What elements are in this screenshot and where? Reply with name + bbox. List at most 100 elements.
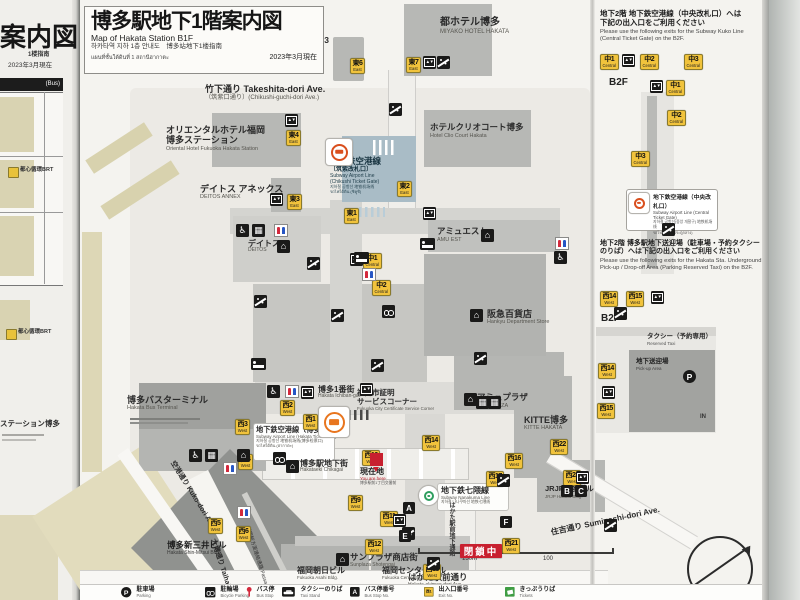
- bldg-clio-court: [424, 110, 531, 167]
- page-title-en: Map of Hakata Station B1F: [91, 33, 194, 44]
- neighbor-brt1: 都心循環BRT: [20, 167, 54, 173]
- sign-edge-shadow: [762, 0, 769, 600]
- shop-icon: ⌂: [481, 229, 494, 242]
- escalator-icon: [662, 223, 675, 236]
- neighbor-title: 案内図: [0, 22, 79, 52]
- takeshita-dori: 竹下通り Takeshita-dori Ave.（筑紫口通り）(Chikushi…: [205, 84, 326, 102]
- rp2-heading: 地下2階 博多駅地下送迎場（駐車場・予約タクシー のりば）へは下記の出入口をご利…: [600, 240, 768, 272]
- kuko-chikushi-gate: 地下鉄空港線〔筑紫改札口〕Subway Airport Line(Chikush…: [330, 156, 382, 195]
- subway-nanakuma-icon: [418, 485, 439, 506]
- busterm-textbar-1: [130, 418, 200, 420]
- neighbor-brt2: 都心循環BRT: [18, 329, 52, 335]
- shop-icon: ⌂: [464, 393, 477, 406]
- elevator-icon: ▲▼: [423, 207, 436, 220]
- coin-locker-icon: ▦: [488, 396, 501, 409]
- neighbor-divider: [44, 92, 45, 284]
- bus-stop-letter-B: B: [561, 485, 573, 497]
- bus-stop-pin-icon: [246, 587, 252, 597]
- legend-strip: [80, 584, 762, 600]
- accessible-icon: ♿: [236, 224, 249, 237]
- rp1-minimap-platform: [647, 96, 657, 268]
- neighbor-cell-1: [0, 97, 34, 152]
- title-block: 博多駅地下1階案内図 Map of Hakata Station B1F 하카타…: [84, 6, 324, 74]
- coin-locker-icon: ▦: [205, 449, 218, 462]
- toilet-icon: [237, 506, 251, 519]
- neighbor-rule-2: [0, 212, 63, 213]
- elevator-icon: ▲▼: [576, 471, 589, 484]
- elevator-icon: ▲▼: [602, 386, 615, 399]
- accessible-icon: ♿: [267, 385, 280, 398]
- scale-tick-1: [418, 548, 420, 554]
- ticket-gate-ticks: [348, 410, 372, 420]
- bus-stop-letter-A: A: [403, 502, 415, 514]
- elevator-icon: ▲▼: [393, 514, 406, 527]
- bldg-amu-est: [428, 220, 560, 252]
- brt-icon: [8, 167, 19, 178]
- subway-kuko-chikushi-icon: [325, 138, 353, 166]
- rp2-in-label: IN: [700, 414, 706, 420]
- toilet-icon: [285, 385, 299, 398]
- train-glyph: [423, 490, 434, 501]
- elevator-icon: ▲▼: [285, 114, 298, 127]
- bicycle-parking-icon: [205, 587, 216, 598]
- escalator-icon: [474, 352, 487, 365]
- corridor-center-vertical: [330, 200, 362, 415]
- rp1-line-krcn: 지하철 공항선(중앙 개찰구) 地铁机场线: [653, 220, 713, 229]
- khaki-band: [82, 232, 102, 472]
- escalator-icon: [389, 103, 402, 116]
- rp2-b2f: B2F: [601, 313, 620, 324]
- coin-locker-icon: ▦: [476, 396, 489, 409]
- coin-locker-icon: ▦: [252, 224, 265, 237]
- neighbor-date: 2023年3月現在: [8, 62, 53, 69]
- scale-tick-3: [612, 548, 614, 554]
- hakataekimae-passage: はかた駅前地下通路: [447, 502, 454, 556]
- hotel-icon: [251, 358, 266, 370]
- escalator-icon: [331, 309, 344, 322]
- neighbor-textbar-1: [2, 434, 44, 436]
- elevator-icon: ▲▼: [423, 56, 436, 69]
- rp1-heading: 地下2階 地下鉄空港線（中央改札口）へは 下記の出入口をご利用ください Plea…: [600, 9, 765, 43]
- bicycle-parking-icon: [382, 305, 395, 318]
- rp2-pickup-label: 地下送迎場 Pick-up Area: [636, 358, 669, 371]
- elevator-icon: ▲▼: [301, 386, 314, 399]
- escalator-icon: [604, 519, 617, 532]
- plate-nanakuma: [437, 483, 509, 511]
- rp1-b2f: B2F: [609, 77, 628, 88]
- brt-icon: [6, 329, 17, 340]
- elevator-icon: ▲▼: [270, 193, 283, 206]
- ticket-gate-ticks: [373, 140, 397, 155]
- neighbor-cell-3: [0, 216, 34, 276]
